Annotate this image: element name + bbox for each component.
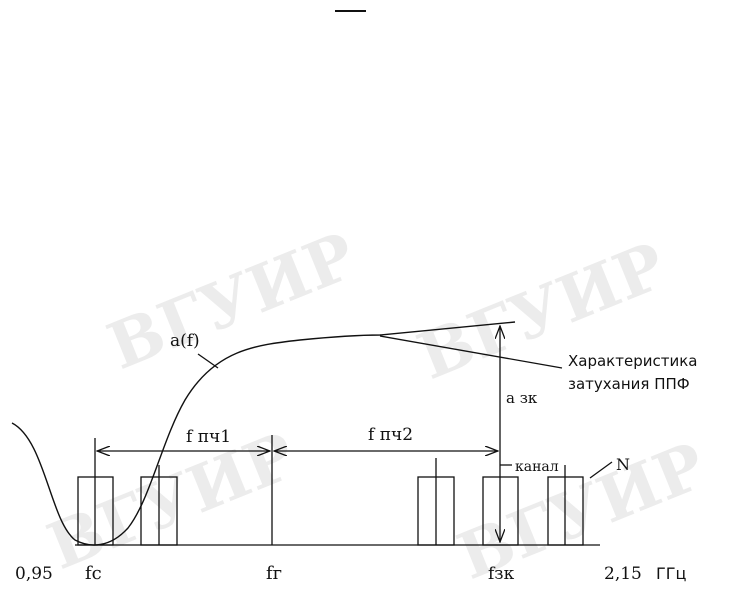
fzk-label: fзк — [488, 564, 515, 584]
attenuation-curve — [11, 321, 516, 546]
fg-label: fг — [266, 563, 282, 584]
n-label: N — [616, 455, 630, 474]
watermark-text: ВГУИР — [98, 218, 366, 384]
annotation-line2: затухания ППФ — [568, 375, 690, 393]
a-zk-label: а зк — [506, 389, 538, 407]
f-if2-label: f пч2 — [368, 425, 413, 445]
n-leader — [589, 461, 613, 479]
axis-end-label: 2,15 — [604, 564, 642, 584]
fc-label: fc — [85, 563, 102, 584]
watermark: ВГУИР ВГУИР ВГУИР ВГУИР — [38, 218, 716, 591]
axis-start-label: 0,95 — [15, 564, 53, 584]
f-if1-label: f пч1 — [186, 427, 231, 447]
annotation-line1: Характеристика — [568, 352, 697, 370]
curve-label-leader — [197, 353, 219, 369]
axis-unit-label: ГГц — [656, 564, 687, 583]
channel-label: канал — [515, 459, 559, 475]
annotation-leader — [379, 335, 563, 369]
curve-label: a(f) — [170, 331, 200, 351]
